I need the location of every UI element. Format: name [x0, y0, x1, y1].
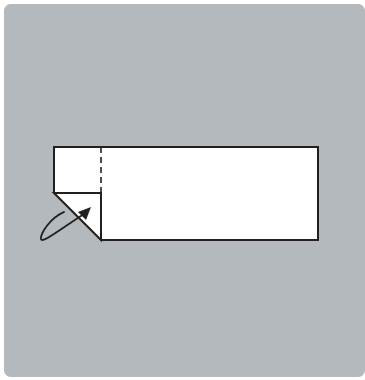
curved-fold-arrow-icon	[40, 207, 91, 241]
paper-strip	[53, 146, 319, 241]
folded-corner-flap	[51, 192, 102, 243]
